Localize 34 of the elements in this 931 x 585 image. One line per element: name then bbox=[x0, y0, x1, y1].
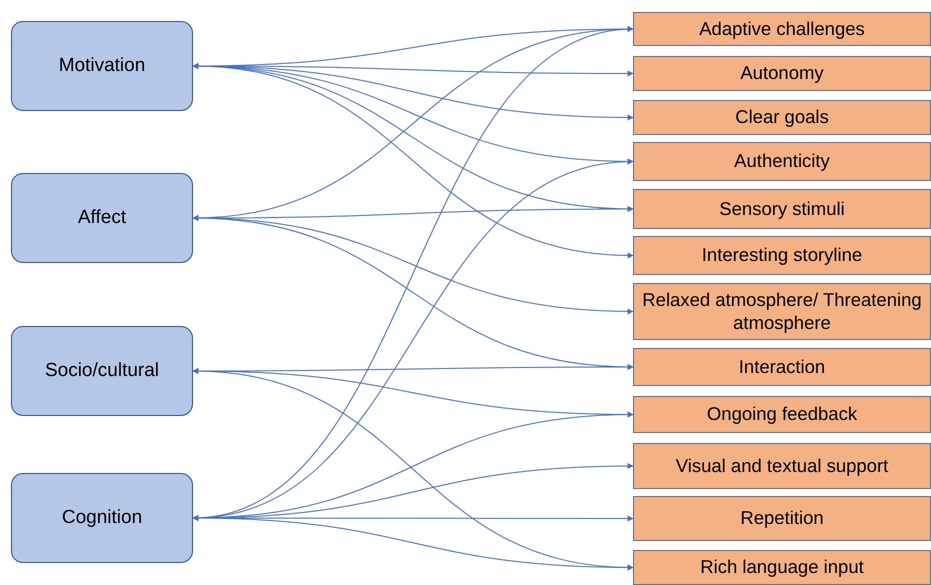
factor-box bbox=[633, 12, 931, 46]
box-label: Cognition bbox=[62, 507, 142, 529]
factor-box bbox=[633, 142, 931, 181]
factor-box bbox=[633, 189, 931, 229]
connector-arrow bbox=[192, 515, 634, 570]
category-box bbox=[11, 326, 193, 416]
box-label: Visual and textual support bbox=[676, 454, 888, 478]
box-label: Repetition bbox=[740, 507, 824, 530]
factor-box bbox=[633, 348, 931, 386]
box-label: Interaction bbox=[738, 356, 826, 378]
box-label: Motivation bbox=[58, 55, 146, 77]
category-box bbox=[11, 173, 193, 263]
box-label: Relaxed atmosphere/ Threatening atmosphere bbox=[641, 289, 923, 334]
factor-box bbox=[633, 496, 931, 541]
factor-box bbox=[633, 550, 931, 585]
box-label: Authenticity bbox=[734, 150, 830, 173]
box-label: Sensory stimuli bbox=[719, 198, 845, 220]
connector-arrow bbox=[192, 63, 634, 258]
factor-box bbox=[633, 443, 931, 489]
box-label: Ongoing feedback bbox=[706, 403, 858, 426]
factor-box bbox=[633, 396, 931, 433]
box-label: Rich language input bbox=[700, 556, 864, 579]
category-box bbox=[11, 21, 193, 111]
factor-box bbox=[633, 56, 931, 91]
category-box bbox=[11, 473, 193, 563]
box-label: Socio/cultural bbox=[44, 360, 160, 382]
box-label: Interesting storyline bbox=[702, 244, 862, 267]
factor-box bbox=[633, 236, 931, 275]
factor-box bbox=[633, 100, 931, 135]
factor-box bbox=[633, 283, 931, 340]
box-label: Affect bbox=[78, 207, 126, 229]
box-label: Adaptive challenges bbox=[699, 18, 865, 40]
box-label: Clear goals bbox=[735, 106, 829, 129]
box-label: Autonomy bbox=[740, 62, 824, 85]
